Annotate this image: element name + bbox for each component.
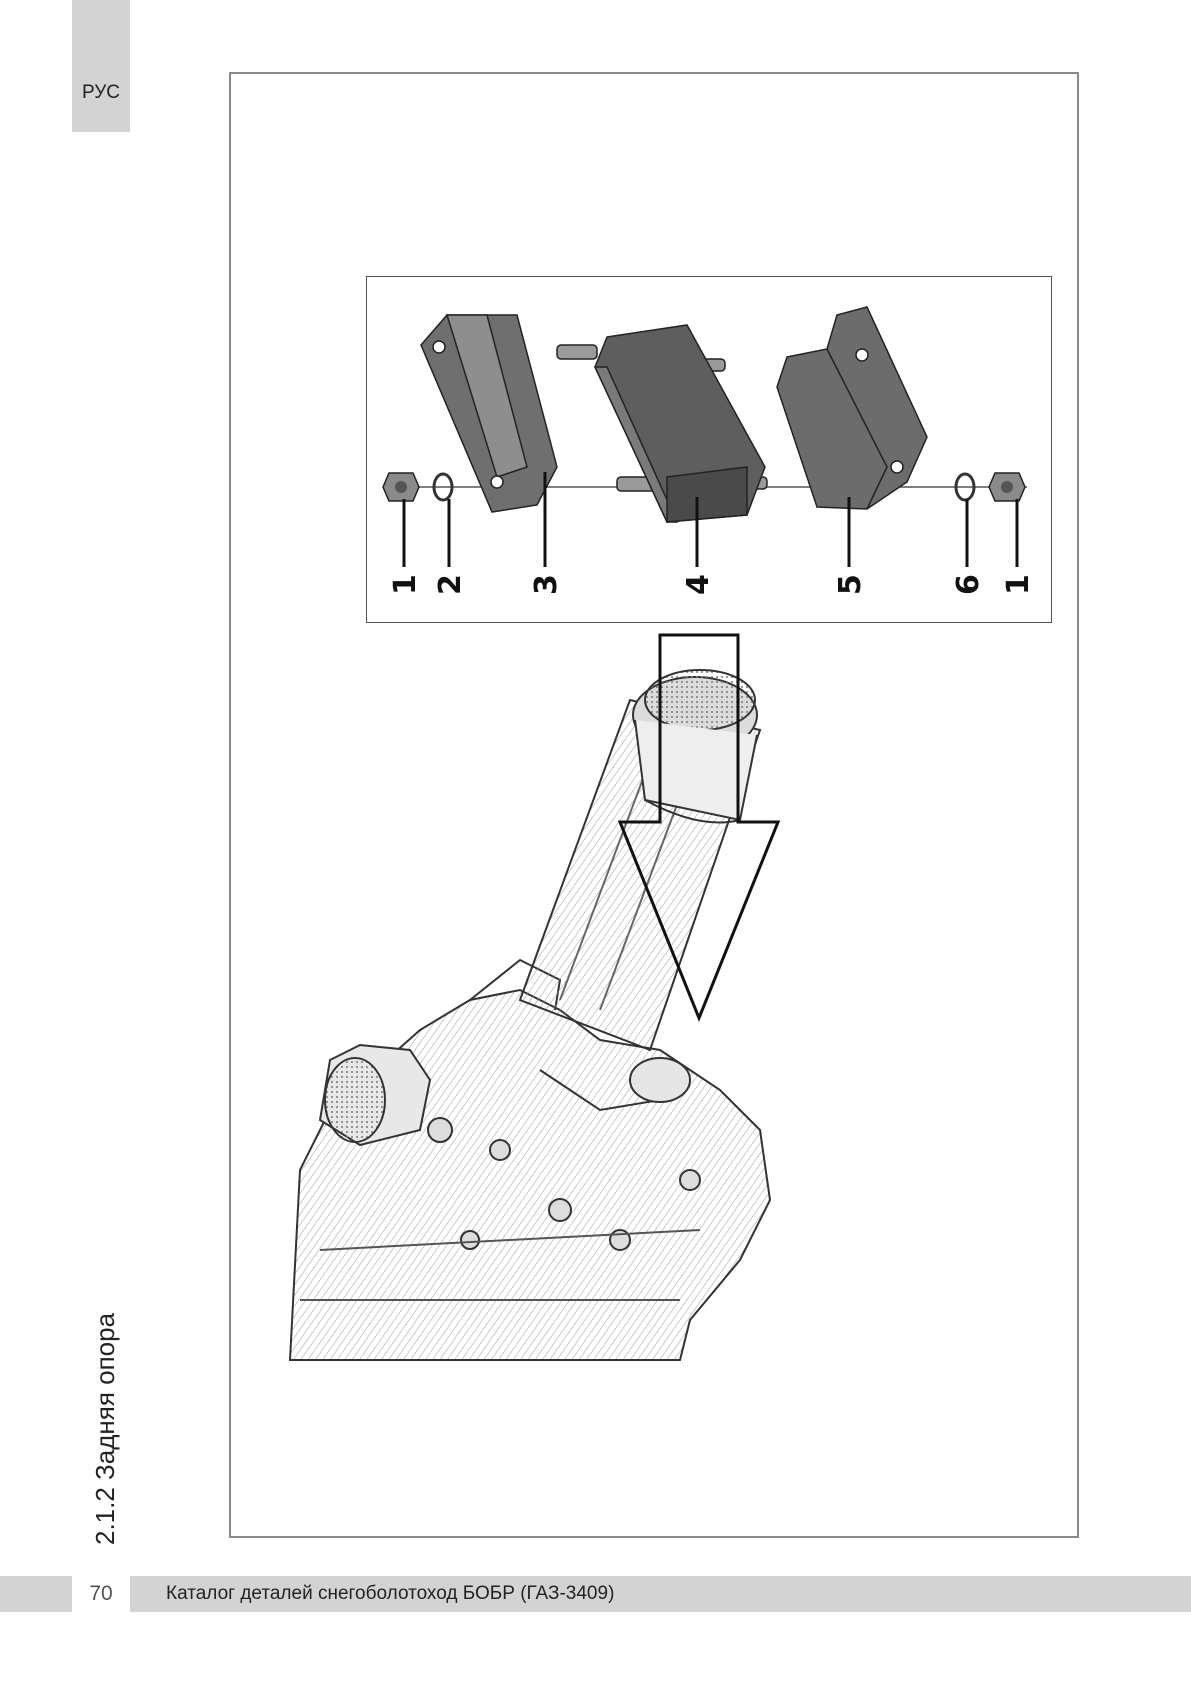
figure-frame: [229, 72, 1079, 1538]
page-number: 70: [72, 1576, 130, 1612]
parts-inset: 1 2 3 4 5 6 1: [366, 276, 1052, 623]
nut-icon-right: [988, 472, 1026, 502]
callout-1-left: 1: [388, 574, 423, 595]
language-label: РУС: [81, 82, 121, 103]
washer-icon-right: [954, 472, 976, 502]
callout-1-right: 1: [1001, 574, 1036, 595]
leader-lines: [402, 472, 1019, 567]
extension-housing: [518, 669, 762, 1052]
gearbox-body: [288, 958, 772, 1361]
catalog-title: Каталог деталей снегоболотоход БОБР (ГАЗ…: [166, 1583, 615, 1604]
footer-bar: [0, 1576, 1191, 1612]
direction-arrow: [617, 633, 781, 1023]
nut-icon: [382, 472, 420, 502]
washer-icon: [432, 472, 454, 502]
callout-2: 2: [433, 574, 468, 595]
bracket-left: [420, 314, 558, 513]
bracket-right: [776, 306, 928, 510]
callout-5: 5: [833, 574, 868, 595]
callout-3: 3: [529, 574, 564, 595]
callout-4: 4: [681, 574, 716, 595]
rubber-mount: [556, 324, 768, 523]
language-tab: РУС: [72, 0, 130, 132]
exploded-view: 1 2 3 4 5 6 1: [382, 306, 1036, 595]
callout-6: 6: [951, 574, 986, 595]
